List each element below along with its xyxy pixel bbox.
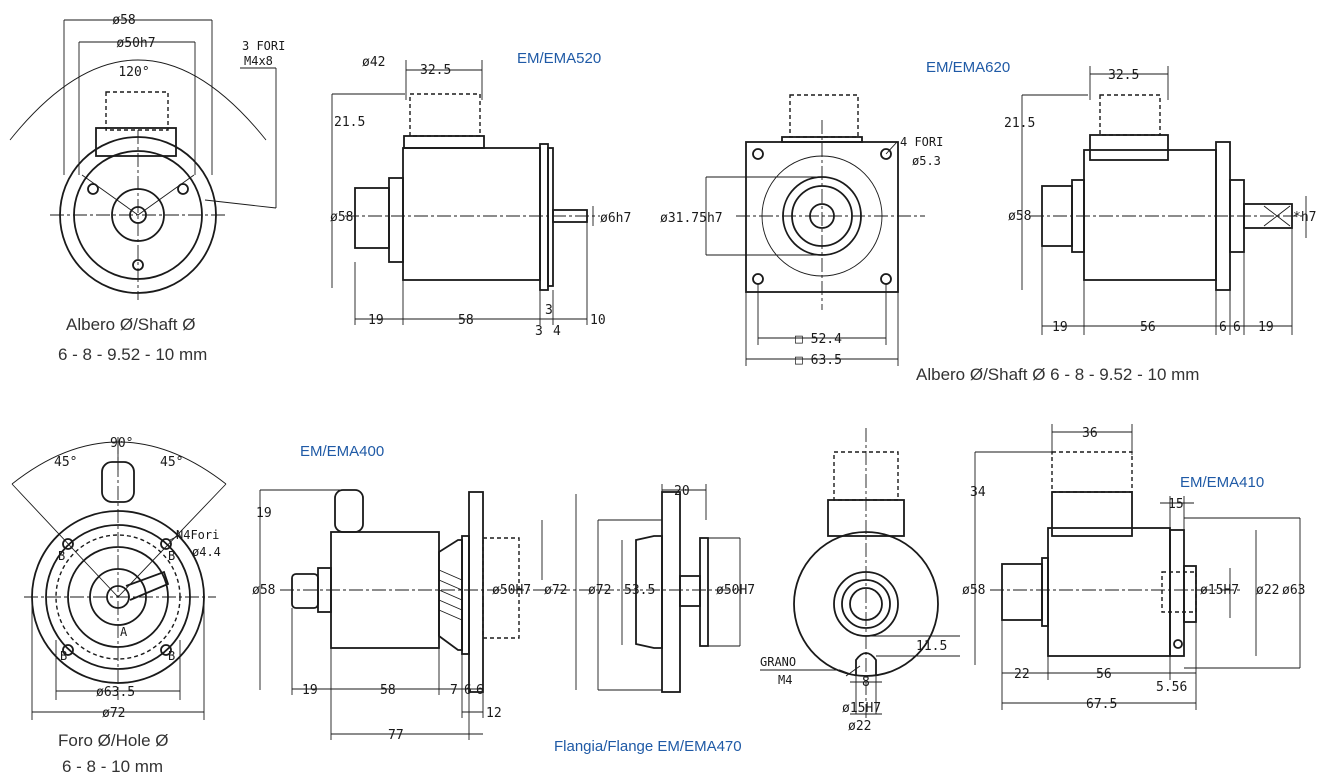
dim-d58: ø58 [252, 583, 275, 598]
caption-hole-label: Foro Ø/Hole Ø [58, 731, 169, 750]
dim-d22: ø22 [848, 719, 871, 734]
dim-square-52-4: □ 52.4 [795, 332, 842, 347]
dim-d15h7: ø15H7 [1200, 583, 1239, 598]
caption-hole-sizes: 6 - 8 - 10 mm [62, 757, 163, 776]
dim-19-height: 19 [256, 506, 272, 521]
dim-d6h7: ø6h7 [600, 211, 631, 226]
point-a: A [120, 625, 128, 639]
dim-d58: ø58 [112, 13, 135, 28]
dim-d72: ø72 [588, 583, 611, 598]
dim-21-5: 21.5 [334, 115, 365, 130]
view-em410-front: GRANO M4 11.5 8 ø15H7 ø22 [760, 428, 960, 734]
view-em520-side: EM/EMA520 ø42 32.5 21.5 ø58 ø6h7 19 58 3… [330, 50, 631, 339]
dim-3b: 3 [535, 324, 543, 339]
point-b3: B [60, 649, 67, 663]
title-em400: EM/EMA400 [300, 443, 384, 460]
view-front-3-holes: ø58 ø50h7 3 FORI M4x8 120° Albero Ø/Shaf… [9, 13, 285, 364]
label-m4x8: M4x8 [244, 54, 273, 68]
dim-d31-75h7: ø31.75h7 [660, 211, 723, 226]
dim-58: 58 [458, 313, 474, 328]
title-em470: Flangia/Flange EM/EMA470 [554, 738, 742, 755]
dim-58: 58 [380, 683, 396, 698]
title-em520: EM/EMA520 [517, 50, 601, 67]
dim-8: 8 [862, 675, 870, 690]
dim-d50h7: ø50H7 [716, 583, 755, 598]
view-em400-front: 90° 45° 45° A B B B B N4Fori ø4.4 ø63.5 … [11, 436, 227, 776]
dim-15: 15 [1168, 497, 1184, 512]
dim-d58: ø58 [330, 210, 353, 225]
dim-h7: *h7 [1293, 210, 1316, 225]
dim-36: 36 [1082, 426, 1098, 441]
caption-shaft-sizes: 6 - 8 - 9.52 - 10 mm [58, 345, 207, 364]
dim-56: 56 [1140, 320, 1156, 335]
dim-19: 19 [368, 313, 384, 328]
dim-d72: ø72 [544, 583, 567, 598]
label-3-fori: 3 FORI [242, 39, 285, 53]
title-em410: EM/EMA410 [1180, 474, 1264, 491]
dim-3a: 3 [545, 303, 553, 318]
dim-d5-3: ø5.3 [912, 154, 941, 168]
label-n4-fori: N4Fori [176, 528, 219, 542]
dim-d58: ø58 [962, 583, 985, 598]
view-em410-side: EM/EMA410 36 34 15 ø58 ø15H7 ø22 ø63 [962, 424, 1305, 712]
dim-32-5: 32.5 [420, 63, 451, 78]
dim-6a: 6 [464, 683, 472, 698]
dim-square-63-5: □ 63.5 [795, 353, 842, 368]
dim-d4-4: ø4.4 [192, 545, 221, 559]
dim-d22: ø22 [1256, 583, 1279, 598]
dim-19a: 19 [1052, 320, 1068, 335]
view-em400-side: EM/EMA400 19 ø58 ø50H7 ø72 19 58 7 6 6 1… [252, 443, 600, 743]
dim-4: 4 [553, 324, 561, 339]
dim-53-5: 53.5 [624, 583, 655, 598]
dim-7: 7 [450, 683, 458, 698]
title-em620: EM/EMA620 [926, 59, 1010, 76]
dim-56: 56 [1096, 667, 1112, 682]
dim-67-5: 67.5 [1086, 697, 1117, 712]
dim-angle-120: 120° [118, 65, 149, 80]
dim-d72: ø72 [102, 706, 125, 721]
label-4-fori: 4 FORI [900, 135, 943, 149]
dim-19: 19 [302, 683, 318, 698]
dim-11-5: 11.5 [916, 639, 947, 654]
dim-angle-90: 90° [110, 436, 133, 451]
point-b4: B [168, 649, 175, 663]
point-b2: B [168, 549, 175, 563]
point-b1: B [58, 549, 65, 563]
dim-10: 10 [590, 313, 606, 328]
dim-6b: 6 [476, 683, 484, 698]
caption-shaft: Albero Ø/Shaft Ø 6 - 8 - 9.52 - 10 mm [916, 365, 1199, 384]
label-m4: M4 [778, 673, 792, 687]
dim-21-5: 21.5 [1004, 116, 1035, 131]
caption-shaft-label: Albero Ø/Shaft Ø [66, 315, 195, 334]
dim-32-5: 32.5 [1108, 68, 1139, 83]
dim-d50h7: ø50h7 [116, 36, 155, 51]
dim-19b: 19 [1258, 320, 1274, 335]
dim-77: 77 [388, 728, 404, 743]
dim-34: 34 [970, 485, 986, 500]
dim-d50h7: ø50H7 [492, 583, 531, 598]
dim-angle-45-left: 45° [54, 455, 77, 470]
dim-d63: ø63 [1282, 583, 1305, 598]
dim-d63-5: ø63.5 [96, 685, 135, 700]
dim-12: 12 [486, 706, 502, 721]
dim-d15h7: ø15H7 [842, 701, 881, 716]
view-em470-flange: 20 ø72 53.5 ø50H7 Flangia/Flange EM/EMA4… [554, 484, 755, 755]
dim-d58: ø58 [1008, 209, 1031, 224]
dim-6b: 6 [1233, 320, 1241, 335]
dim-6a: 6 [1219, 320, 1227, 335]
dim-5-56: 5.56 [1156, 680, 1187, 695]
dim-22: 22 [1014, 667, 1030, 682]
dim-angle-45-right: 45° [160, 455, 183, 470]
dim-20: 20 [674, 484, 690, 499]
dim-d42: ø42 [362, 55, 385, 70]
view-em620-side: 32.5 21.5 *h7 ø58 19 56 6 6 19 Albero Ø/… [916, 66, 1316, 384]
view-em620-front: EM/EMA620 4 FORI ø5.3 ø31.75h7 □ 52.4 □ … [660, 59, 1010, 368]
label-grano: GRANO [760, 655, 796, 669]
